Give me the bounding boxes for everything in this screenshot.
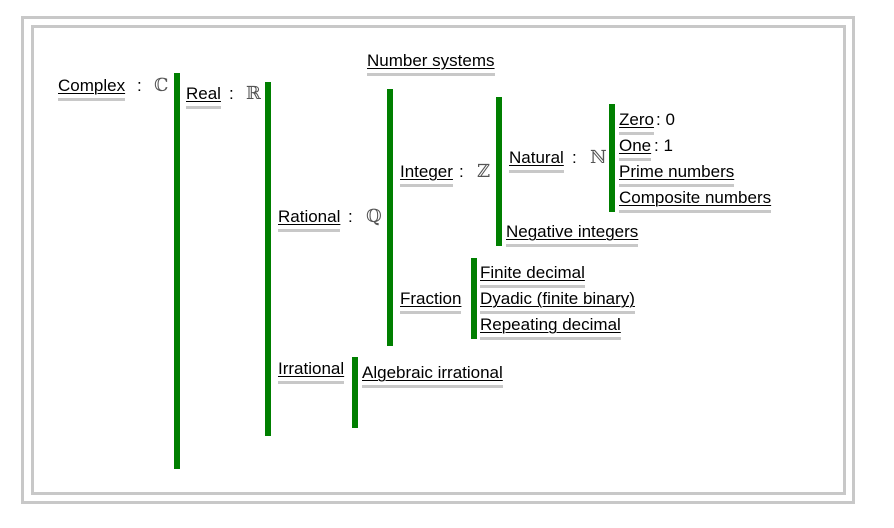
node-dyadic: Dyadic (finite binary) <box>480 289 635 314</box>
natural-bracket-bar <box>609 104 615 212</box>
node-algebraic-irrational: Algebraic irrational <box>362 363 503 388</box>
node-negative-integers: Negative integers <box>506 222 639 247</box>
node-repeating-decimal: Repeating decimal <box>480 315 621 340</box>
complex-bracket-bar <box>174 73 180 469</box>
node-irrational: Irrational <box>278 359 345 384</box>
fraction-bracket-bar <box>471 258 477 339</box>
node-natural: Natural <box>509 148 564 173</box>
node-prime-numbers: Prime numbers <box>619 162 735 187</box>
node-fraction: Fraction <box>400 289 462 314</box>
real-symbol: ℝ <box>246 83 261 104</box>
node-real: Real <box>186 84 221 109</box>
node-rational: Rational <box>278 207 341 232</box>
one-value: : 1 <box>654 136 673 155</box>
integer-symbol: ℤ <box>477 161 491 182</box>
real-separator: : <box>229 84 234 103</box>
node-composite-numbers: Composite numbers <box>619 188 772 213</box>
rational-symbol: ℚ <box>366 206 382 227</box>
inner-frame <box>31 25 846 495</box>
integer-separator: : <box>459 162 464 181</box>
integer-bracket-bar <box>496 97 502 246</box>
outer-frame <box>21 16 855 504</box>
node-integer: Integer <box>400 162 453 187</box>
node-finite-decimal: Finite decimal <box>480 263 585 288</box>
complex-separator: : <box>137 76 142 95</box>
complex-symbol: ℂ <box>154 75 169 96</box>
natural-separator: : <box>572 148 577 167</box>
rational-separator: : <box>348 207 353 226</box>
natural-symbol: ℕ <box>590 147 607 168</box>
node-zero: Zero <box>619 110 654 135</box>
real-bracket-bar <box>265 82 271 436</box>
zero-value: : 0 <box>656 110 675 129</box>
diagram-title: Number systems <box>367 51 495 76</box>
irrational-bracket-bar <box>352 357 358 428</box>
node-one: One <box>619 136 652 161</box>
node-complex: Complex <box>58 76 126 101</box>
rational-bracket-bar <box>387 89 393 346</box>
